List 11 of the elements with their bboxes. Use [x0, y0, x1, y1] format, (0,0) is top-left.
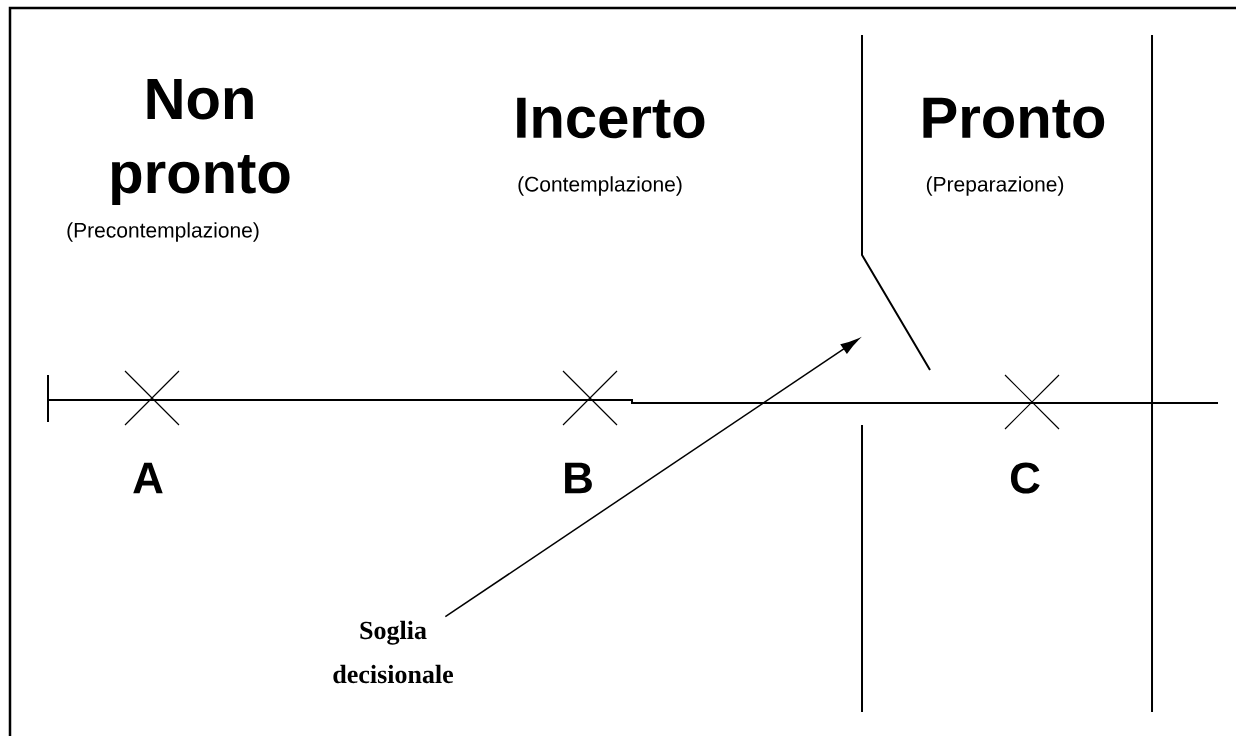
stage-heading: Non pronto	[112, 79, 290, 205]
point-label: A	[133, 462, 163, 494]
threshold-text: Soglia decisionale	[333, 620, 453, 684]
leader-arrow	[444, 338, 860, 618]
stage-heading: Pronto	[923, 97, 1105, 139]
point-label: B	[565, 462, 592, 494]
stage-heading: Incerto	[517, 97, 705, 139]
stage-subtitle: (Contemplazione)	[518, 176, 682, 196]
stage-subtitle: (Precontemplazione)	[67, 222, 259, 242]
stage-subtitle: (Preparazione)	[926, 176, 1064, 196]
point-label: C	[1010, 462, 1040, 494]
